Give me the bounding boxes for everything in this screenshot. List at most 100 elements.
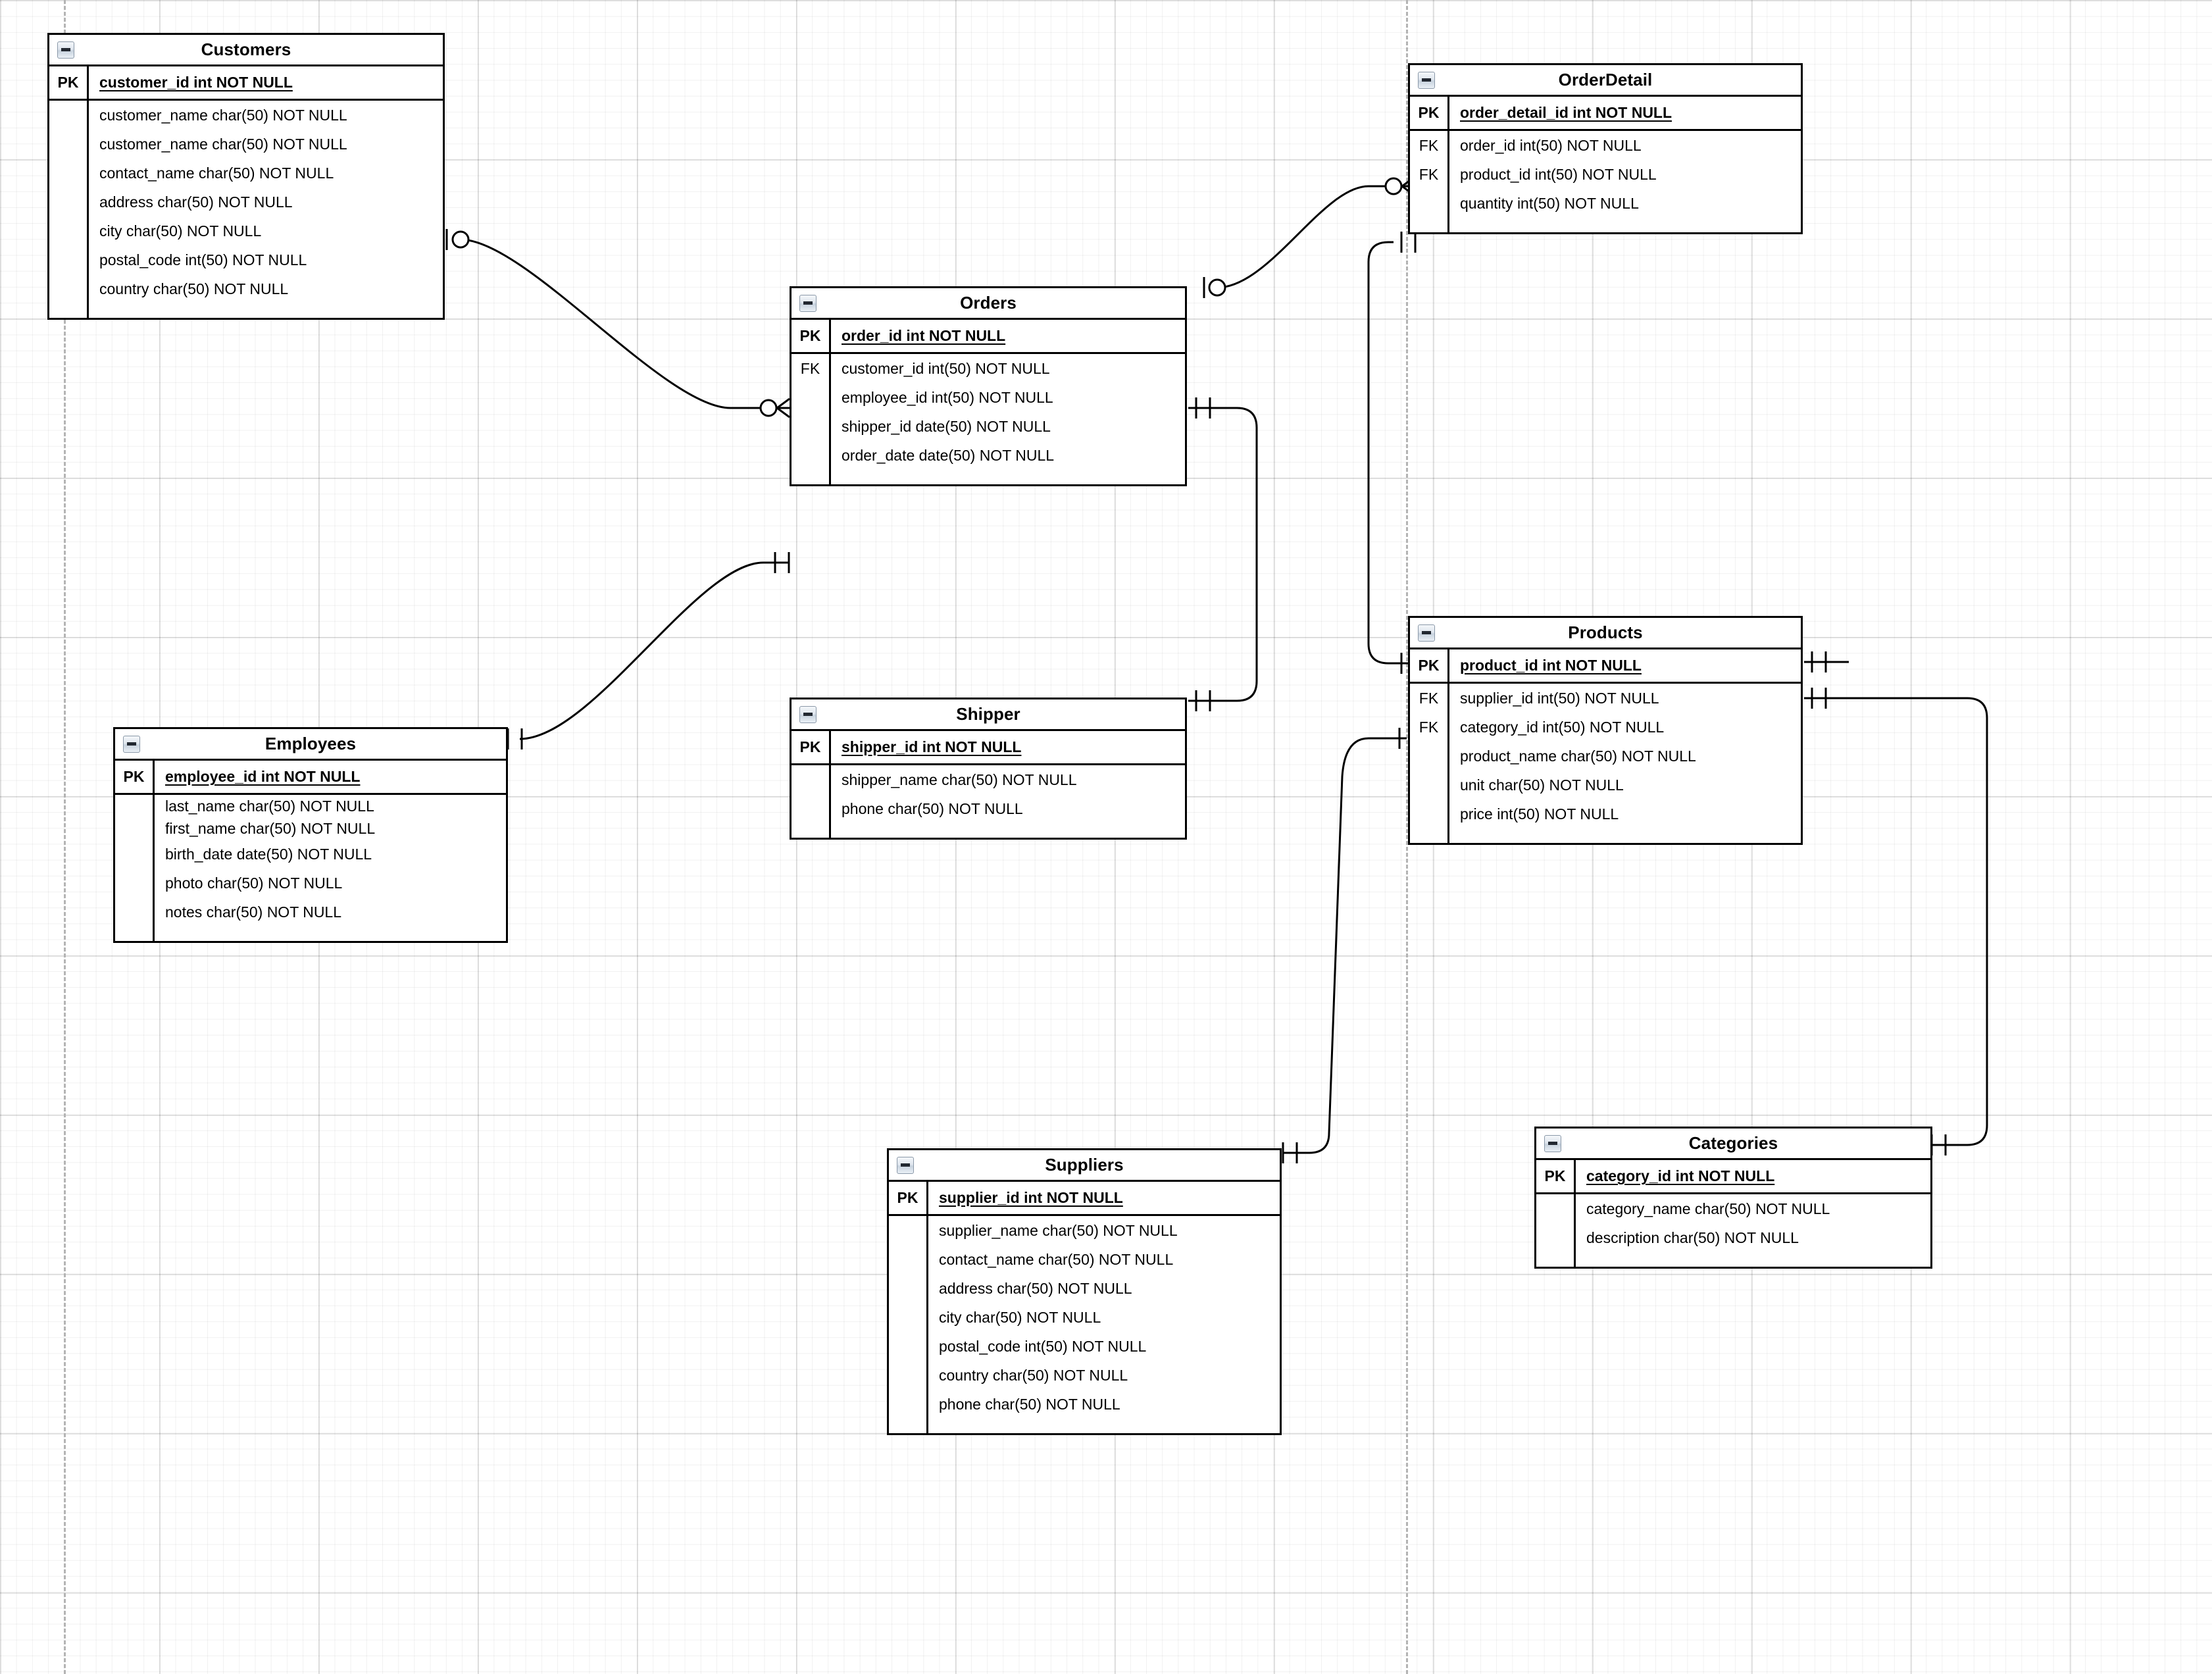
attribute-name-column: shipper_name char(50) NOT NULL phone char…: [831, 765, 1185, 838]
attribute-row[interactable]: postal_code int(50) NOT NULL: [99, 251, 307, 268]
attribute-row[interactable]: city char(50) NOT NULL: [939, 1308, 1101, 1326]
attribute-row[interactable]: product_name char(50) NOT NULL: [1460, 747, 1696, 765]
entity-title: OrderDetail: [1558, 70, 1653, 89]
entity-title: Shipper: [956, 704, 1020, 724]
attribute-row[interactable]: quantity int(50) NOT NULL: [1460, 194, 1639, 212]
attribute-row[interactable]: city char(50) NOT NULL: [99, 222, 262, 240]
attribute-row[interactable]: customer_id int(50) NOT NULL: [842, 359, 1050, 377]
attribute-padding: [792, 823, 829, 838]
attribute-key-column: [792, 765, 831, 838]
primary-key-row[interactable]: PK customer_id int NOT NULL: [49, 66, 443, 101]
attribute-row[interactable]: birth_date date(50) NOT NULL: [165, 845, 372, 863]
primary-key-row[interactable]: PK order_detail_id int NOT NULL: [1410, 97, 1801, 131]
attribute-row[interactable]: employee_id int(50) NOT NULL: [842, 388, 1053, 406]
attribute-row[interactable]: contact_name char(50) NOT NULL: [99, 164, 334, 182]
pk-badge: PK: [49, 66, 89, 99]
collapse-minus-icon[interactable]: [1418, 624, 1435, 642]
attribute-padding: [1410, 828, 1447, 843]
collapse-minus-icon[interactable]: [1418, 71, 1435, 89]
pk-column-name: shipper_id int NOT NULL: [842, 738, 1022, 755]
attribute-block: last_name char(50) NOT NULL first_name ch…: [115, 795, 506, 941]
pk-badge: PK: [1536, 1160, 1576, 1192]
attribute-row[interactable]: photo char(50) NOT NULL: [165, 874, 343, 892]
attribute-row[interactable]: address char(50) NOT NULL: [99, 193, 293, 211]
attribute-row[interactable]: customer_name char(50) NOT NULL: [99, 106, 347, 124]
collapse-minus-icon[interactable]: [799, 294, 817, 312]
attribute-row[interactable]: notes char(50) NOT NULL: [165, 903, 342, 921]
pk-badge: PK: [1410, 97, 1449, 129]
attribute-key-badge: FK: [1419, 718, 1439, 736]
collapse-minus-icon[interactable]: [799, 705, 817, 723]
pk-column-name: customer_id int NOT NULL: [99, 74, 293, 91]
attribute-key-badge: [49, 216, 87, 245]
attribute-key-badge: [889, 1216, 926, 1245]
entity-header: Shipper: [792, 699, 1185, 731]
pk-column-name: order_detail_id int NOT NULL: [1460, 104, 1672, 121]
attribute-row[interactable]: description char(50) NOT NULL: [1586, 1229, 1799, 1246]
entity-header: Categories: [1536, 1129, 1930, 1160]
attribute-row[interactable]: order_date date(50) NOT NULL: [842, 446, 1055, 464]
attribute-row[interactable]: supplier_name char(50) NOT NULL: [939, 1221, 1178, 1239]
attribute-row[interactable]: order_id int(50) NOT NULL: [1460, 136, 1642, 154]
attribute-row[interactable]: customer_name char(50) NOT NULL: [99, 135, 347, 153]
attribute-row[interactable]: phone char(50) NOT NULL: [842, 799, 1023, 817]
attribute-key-column: [49, 101, 89, 318]
relationship-orders-orderdetail: [1203, 176, 1415, 298]
attribute-key-badge: [889, 1303, 926, 1332]
attribute-row[interactable]: product_id int(50) NOT NULL: [1460, 165, 1657, 183]
attribute-padding: [89, 303, 443, 318]
attribute-row[interactable]: shipper_id date(50) NOT NULL: [842, 417, 1051, 435]
attribute-row[interactable]: phone char(50) NOT NULL: [939, 1395, 1120, 1413]
attribute-row[interactable]: contact_name char(50) NOT NULL: [939, 1250, 1174, 1268]
attribute-row[interactable]: first_name char(50) NOT NULL: [165, 819, 376, 837]
attribute-row[interactable]: category_name char(50) NOT NULL: [1586, 1200, 1830, 1217]
collapse-minus-icon[interactable]: [897, 1156, 914, 1174]
attribute-padding: [155, 926, 506, 941]
attribute-row[interactable]: address char(50) NOT NULL: [939, 1279, 1132, 1297]
pk-badge: PK: [1410, 649, 1449, 682]
collapse-minus-icon[interactable]: [1544, 1134, 1561, 1152]
attribute-row[interactable]: country char(50) NOT NULL: [939, 1366, 1128, 1384]
relationship-employees-orders: [507, 552, 790, 749]
attribute-row[interactable]: postal_code int(50) NOT NULL: [939, 1337, 1147, 1355]
attribute-key-badge: [792, 765, 829, 794]
attribute-row[interactable]: unit char(50) NOT NULL: [1460, 776, 1624, 794]
attribute-key-badge: [49, 245, 87, 274]
attribute-padding: [831, 470, 1185, 484]
relationship-products-orderdetail: [1367, 232, 1417, 674]
collapse-minus-icon[interactable]: [57, 41, 74, 59]
attribute-row[interactable]: category_id int(50) NOT NULL: [1460, 718, 1665, 736]
attribute-row[interactable]: last_name char(50) NOT NULL: [165, 797, 374, 815]
attribute-key-column: [1536, 1194, 1576, 1267]
attribute-name-column: customer_name char(50) NOT NULL customer_…: [89, 101, 443, 318]
attribute-row[interactable]: supplier_id int(50) NOT NULL: [1460, 689, 1659, 707]
attribute-row[interactable]: price int(50) NOT NULL: [1460, 805, 1619, 823]
attribute-padding: [889, 1419, 926, 1433]
attribute-padding: [1576, 1252, 1930, 1267]
attribute-padding: [928, 1419, 1280, 1433]
entity-title: Customers: [201, 39, 291, 59]
attribute-key-badge: FK: [1419, 136, 1439, 154]
attribute-row[interactable]: shipper_name char(50) NOT NULL: [842, 771, 1077, 788]
collapse-minus-icon[interactable]: [123, 735, 140, 753]
pk-column-name: employee_id int NOT NULL: [165, 768, 361, 785]
attribute-key-badge: [792, 412, 829, 441]
attribute-row[interactable]: country char(50) NOT NULL: [99, 280, 289, 297]
